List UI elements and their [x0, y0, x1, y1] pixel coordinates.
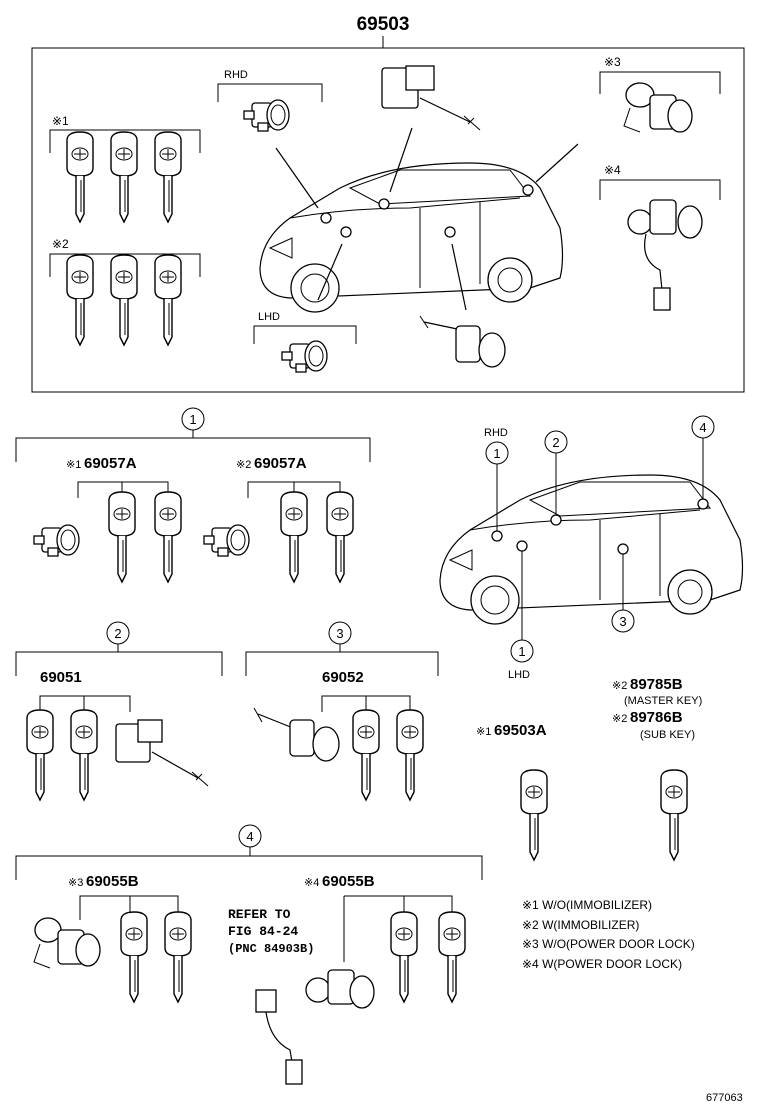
key-icon [154, 491, 182, 583]
svg-text:1: 1 [493, 446, 500, 461]
door-lock-cylinder-icon [243, 99, 290, 132]
group4-part-a: 69055B [86, 873, 139, 890]
top-assembly-frame [31, 47, 745, 393]
key-icon [66, 254, 94, 346]
key-icon [120, 911, 148, 1003]
key-icon [520, 769, 548, 861]
door-lock-rod-icon [253, 707, 340, 762]
legend-item: ※3 W/O(POWER DOOR LOCK) [522, 937, 695, 951]
top-mark-3: ※3 [604, 55, 621, 69]
key-icon [108, 491, 136, 583]
back-door-lock-cylinder-wired-icon [255, 969, 375, 1085]
legend-item: ※2 W(IMMOBILIZER) [522, 918, 639, 932]
door-lock-cylinder-icon [33, 524, 80, 557]
hatch-lock-icon [115, 719, 209, 787]
key-icon [26, 709, 54, 801]
refer-line-1: REFER TO [228, 907, 291, 922]
sub-key-part: 89786B [630, 709, 683, 726]
top-lhd-label: LHD [258, 311, 280, 323]
svg-text:※2: ※2 [612, 680, 627, 692]
legend: ※1 W/O(IMMOBILIZER) ※2 W(IMMOBILIZER) ※3… [522, 898, 695, 971]
legend-item: ※1 W/O(IMMOBILIZER) [522, 898, 652, 912]
refer-line-2: FIG 84-24 [228, 924, 298, 939]
group2-part: 69051 [40, 669, 82, 686]
door-lock-cylinder-icon [281, 340, 328, 373]
key-icon [326, 491, 354, 583]
top-mark-1: ※1 [52, 114, 69, 128]
key-icon [154, 131, 182, 223]
svg-text:※2: ※2 [236, 459, 251, 471]
svg-text:※4: ※4 [304, 877, 319, 889]
door-lock-cylinder-icon [203, 524, 250, 557]
svg-text:1: 1 [518, 644, 525, 659]
key-69503a-part: 69503A [494, 722, 547, 739]
svg-text:※2: ※2 [612, 713, 627, 725]
svg-text:2: 2 [552, 435, 559, 450]
svg-text:4: 4 [699, 420, 706, 435]
refer-line-3: (PNC 84903B) [228, 942, 314, 956]
svg-text:※1: ※1 [66, 459, 81, 471]
locator-vehicle-icon [439, 474, 744, 625]
top-mark-2: ※2 [52, 237, 69, 251]
svg-text:※3: ※3 [68, 877, 83, 889]
key-icon [660, 769, 688, 861]
key-icon [66, 131, 94, 223]
vehicle-icon [259, 162, 564, 313]
key-icon [154, 254, 182, 346]
back-door-lock-cylinder-icon [33, 917, 101, 969]
door-lock-rod-icon [419, 315, 506, 368]
key-icon [110, 131, 138, 223]
svg-text:1: 1 [189, 412, 196, 427]
top-rhd-label: RHD [224, 69, 248, 81]
figure-id: 677063 [706, 1092, 743, 1104]
key-icon [390, 911, 418, 1003]
svg-text:RHD: RHD [484, 427, 508, 439]
key-icon [110, 254, 138, 346]
svg-text:3: 3 [619, 614, 626, 629]
top-mark-4: ※4 [604, 163, 621, 177]
svg-text:※1: ※1 [476, 726, 491, 738]
key-icon [70, 709, 98, 801]
key-icon [280, 491, 308, 583]
svg-text:3: 3 [336, 626, 343, 641]
group1-part-a: 69057A [84, 455, 137, 472]
svg-text:LHD: LHD [508, 669, 530, 681]
key-icon [352, 709, 380, 801]
hatch-lock-icon [381, 65, 481, 131]
group4-part-b: 69055B [322, 873, 375, 890]
key-icon [396, 709, 424, 801]
svg-text:(SUB KEY): (SUB KEY) [640, 729, 695, 741]
legend-item: ※4 W(POWER DOOR LOCK) [522, 957, 682, 971]
key-icon [164, 911, 192, 1003]
master-key-part: 89785B [630, 676, 683, 693]
back-door-lock-cylinder-icon [623, 82, 693, 133]
group1-part-b: 69057A [254, 455, 307, 472]
group3-part: 69052 [322, 669, 364, 686]
key-icon [438, 911, 466, 1003]
svg-text:4: 4 [246, 829, 253, 844]
svg-text:2: 2 [114, 626, 121, 641]
svg-text:(MASTER KEY): (MASTER KEY) [624, 695, 702, 707]
top-assembly-part-no: 69503 [357, 14, 410, 35]
back-door-lock-cylinder-wired-icon [627, 199, 703, 311]
